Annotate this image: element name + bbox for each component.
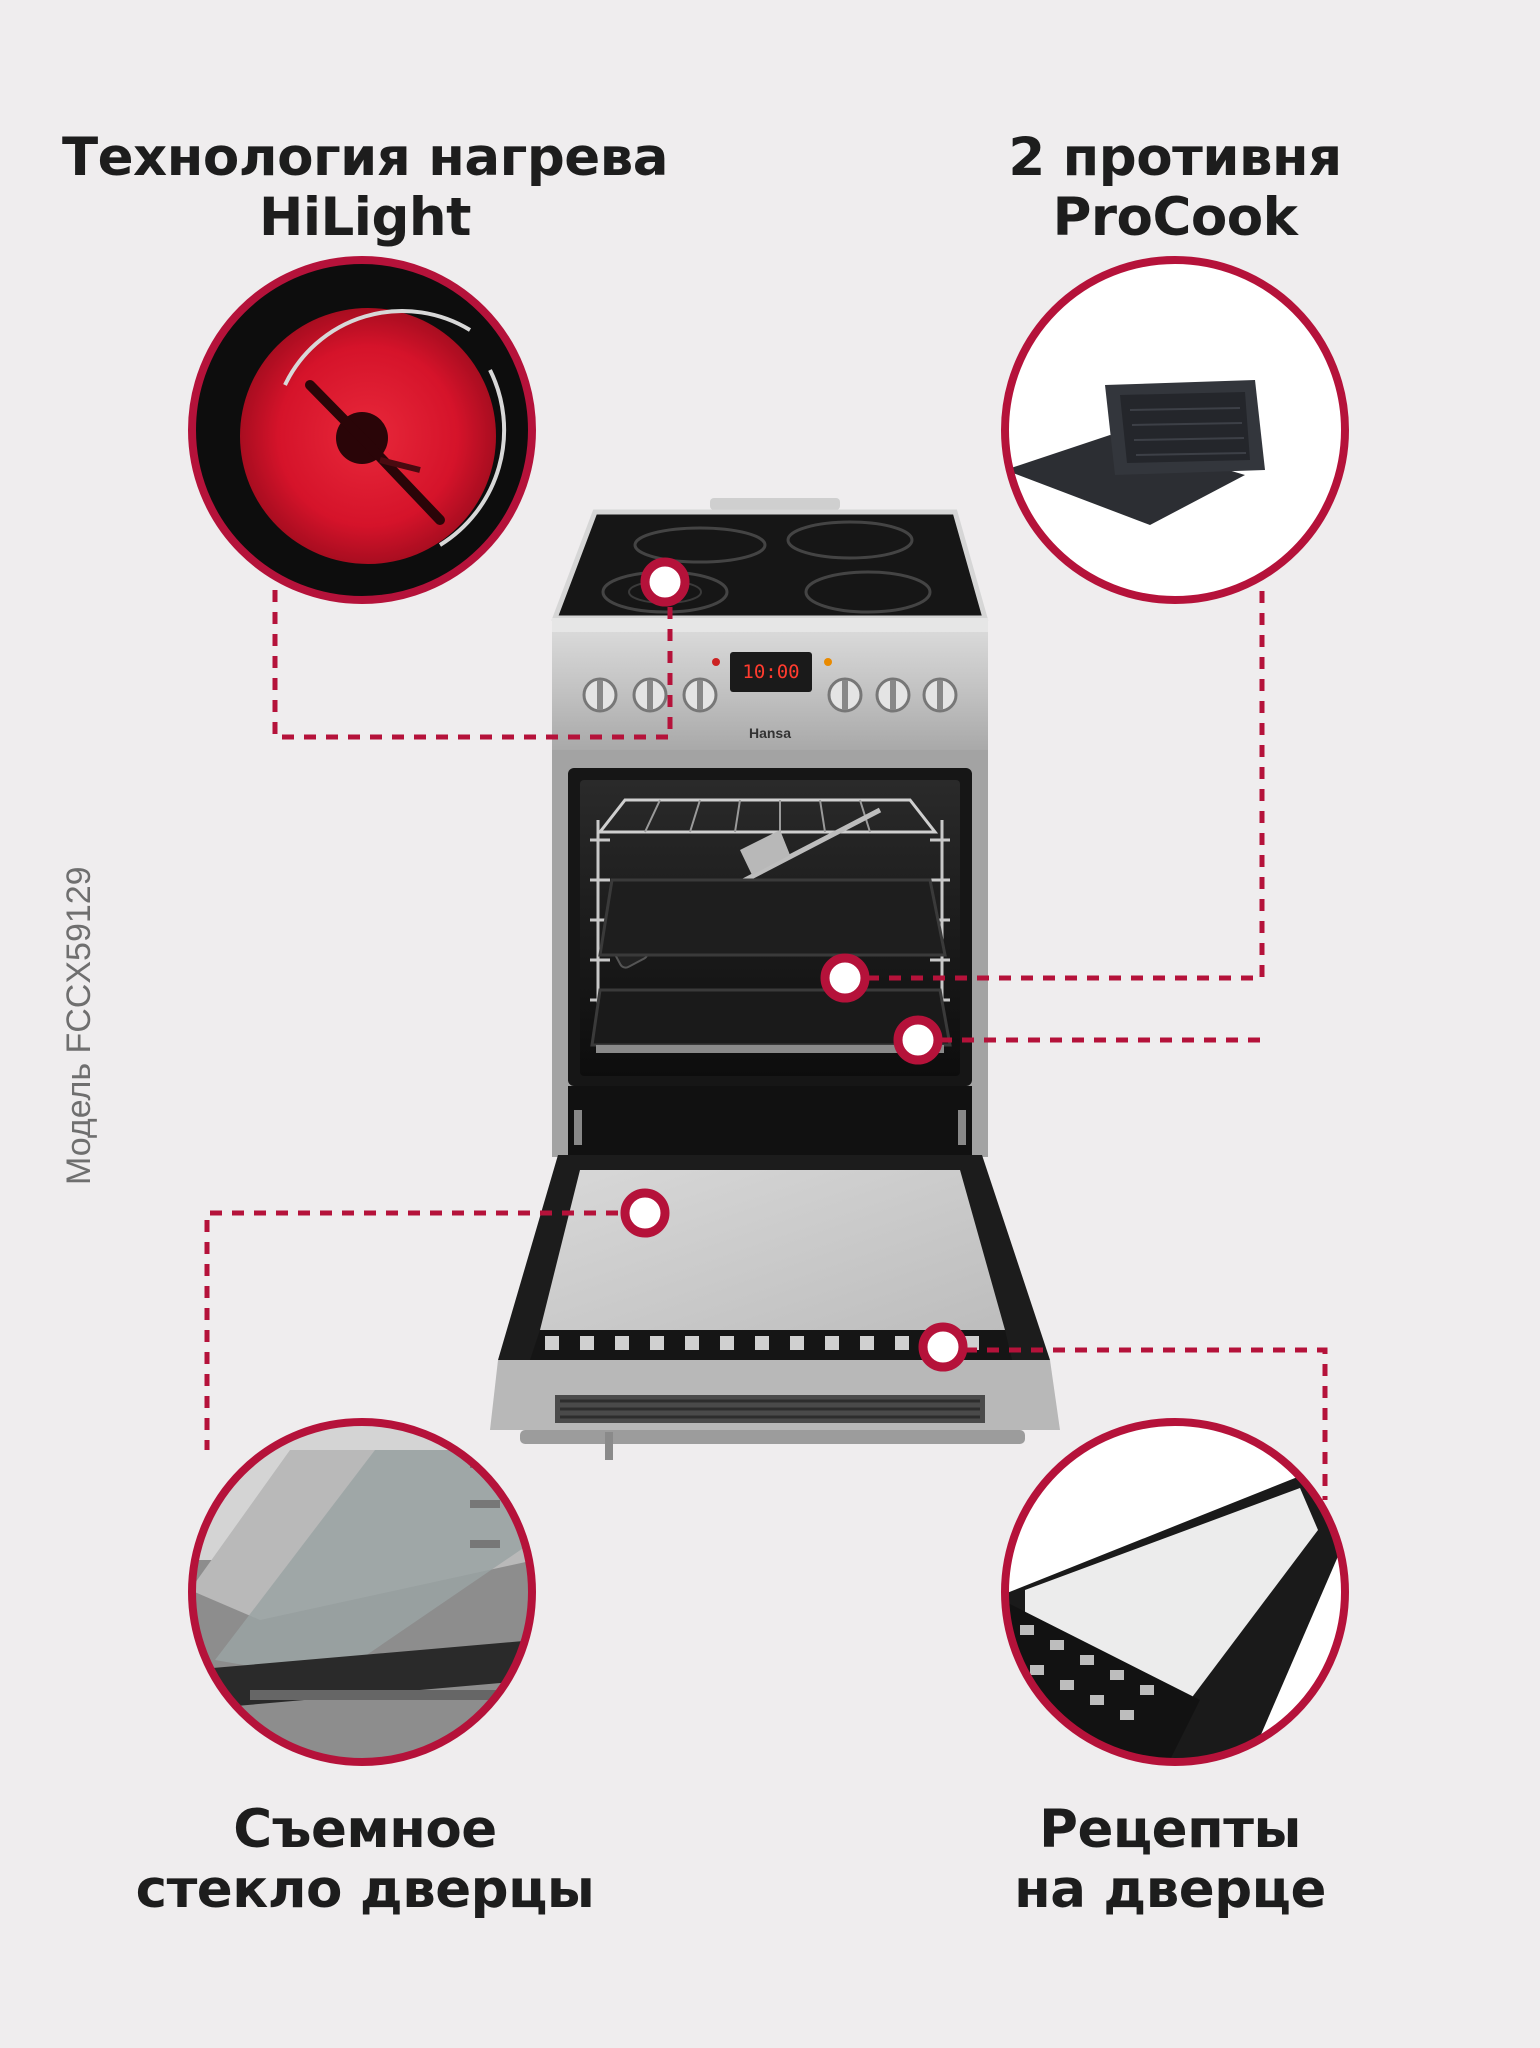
feature-heading-recipes: Рецепты на дверце [900,1800,1440,1920]
zoom-circle-trays [1001,256,1349,604]
callout-dot-tray-1[interactable] [820,953,870,1003]
knob[interactable] [582,677,618,713]
feature-heading-hilight-line1: Технология нагрева [61,127,669,188]
callout-dot-hilight[interactable] [640,557,690,607]
oven-door[interactable] [490,1155,1060,1460]
burner [786,520,914,560]
knob[interactable] [632,677,668,713]
feature-heading-glass-line2: стекло дверцы [135,1859,595,1920]
door-glass [540,1170,1005,1330]
callout-line-recipes [943,1347,1328,1500]
feature-heading-hilight-line2: HiLight [259,187,471,248]
feature-heading-trays-line1: 2 противня [1008,127,1342,188]
door-handle[interactable] [520,1430,1025,1444]
callout-dot-glass[interactable] [620,1188,670,1238]
knob[interactable] [922,677,958,713]
oven-illustration: 10:00 Hansa [490,498,1060,1460]
knob[interactable] [682,677,718,713]
feature-heading-recipes-line1: Рецепты [1039,1799,1301,1860]
brand-logo: Hansa [749,725,791,741]
callout-lines [204,582,1328,1500]
burner [633,526,767,564]
feature-heading-hilight: Технология нагрева HiLight [40,128,690,248]
callout-dot-recipes[interactable] [918,1322,968,1372]
grill-rack [596,798,939,834]
callout-line-hilight [272,582,673,740]
feature-heading-recipes-line2: на дверце [1014,1859,1326,1920]
glass-panel [215,1450,532,1680]
timer-display [730,652,812,692]
control-knobs [582,677,958,713]
knob[interactable] [827,677,863,713]
zoom-circle-glass [188,1418,536,1766]
indicator-light [824,658,832,666]
callout-line-tray-1 [845,590,1265,981]
door-glass-zoom [1025,1488,1318,1700]
feature-heading-trays: 2 противня ProCook [900,128,1450,248]
timer-display-value: 10:00 [742,661,799,683]
indicator-light [712,658,720,666]
zoom-circle-hilight [188,256,536,604]
callout-dots [620,557,968,1372]
hob-rim [710,498,840,510]
feature-heading-glass: Съемное стекло дверцы [80,1800,650,1920]
burner [804,570,932,614]
feature-heading-trays-line2: ProCook [1052,187,1298,248]
callout-dot-tray-2[interactable] [893,1015,943,1065]
knob[interactable] [875,677,911,713]
baking-tray [598,878,947,957]
recipe-icons-zoom [1020,1625,1154,1720]
zoom-circle-recipes [1001,1418,1349,1766]
feature-heading-glass-line1: Съемное [233,1799,497,1860]
